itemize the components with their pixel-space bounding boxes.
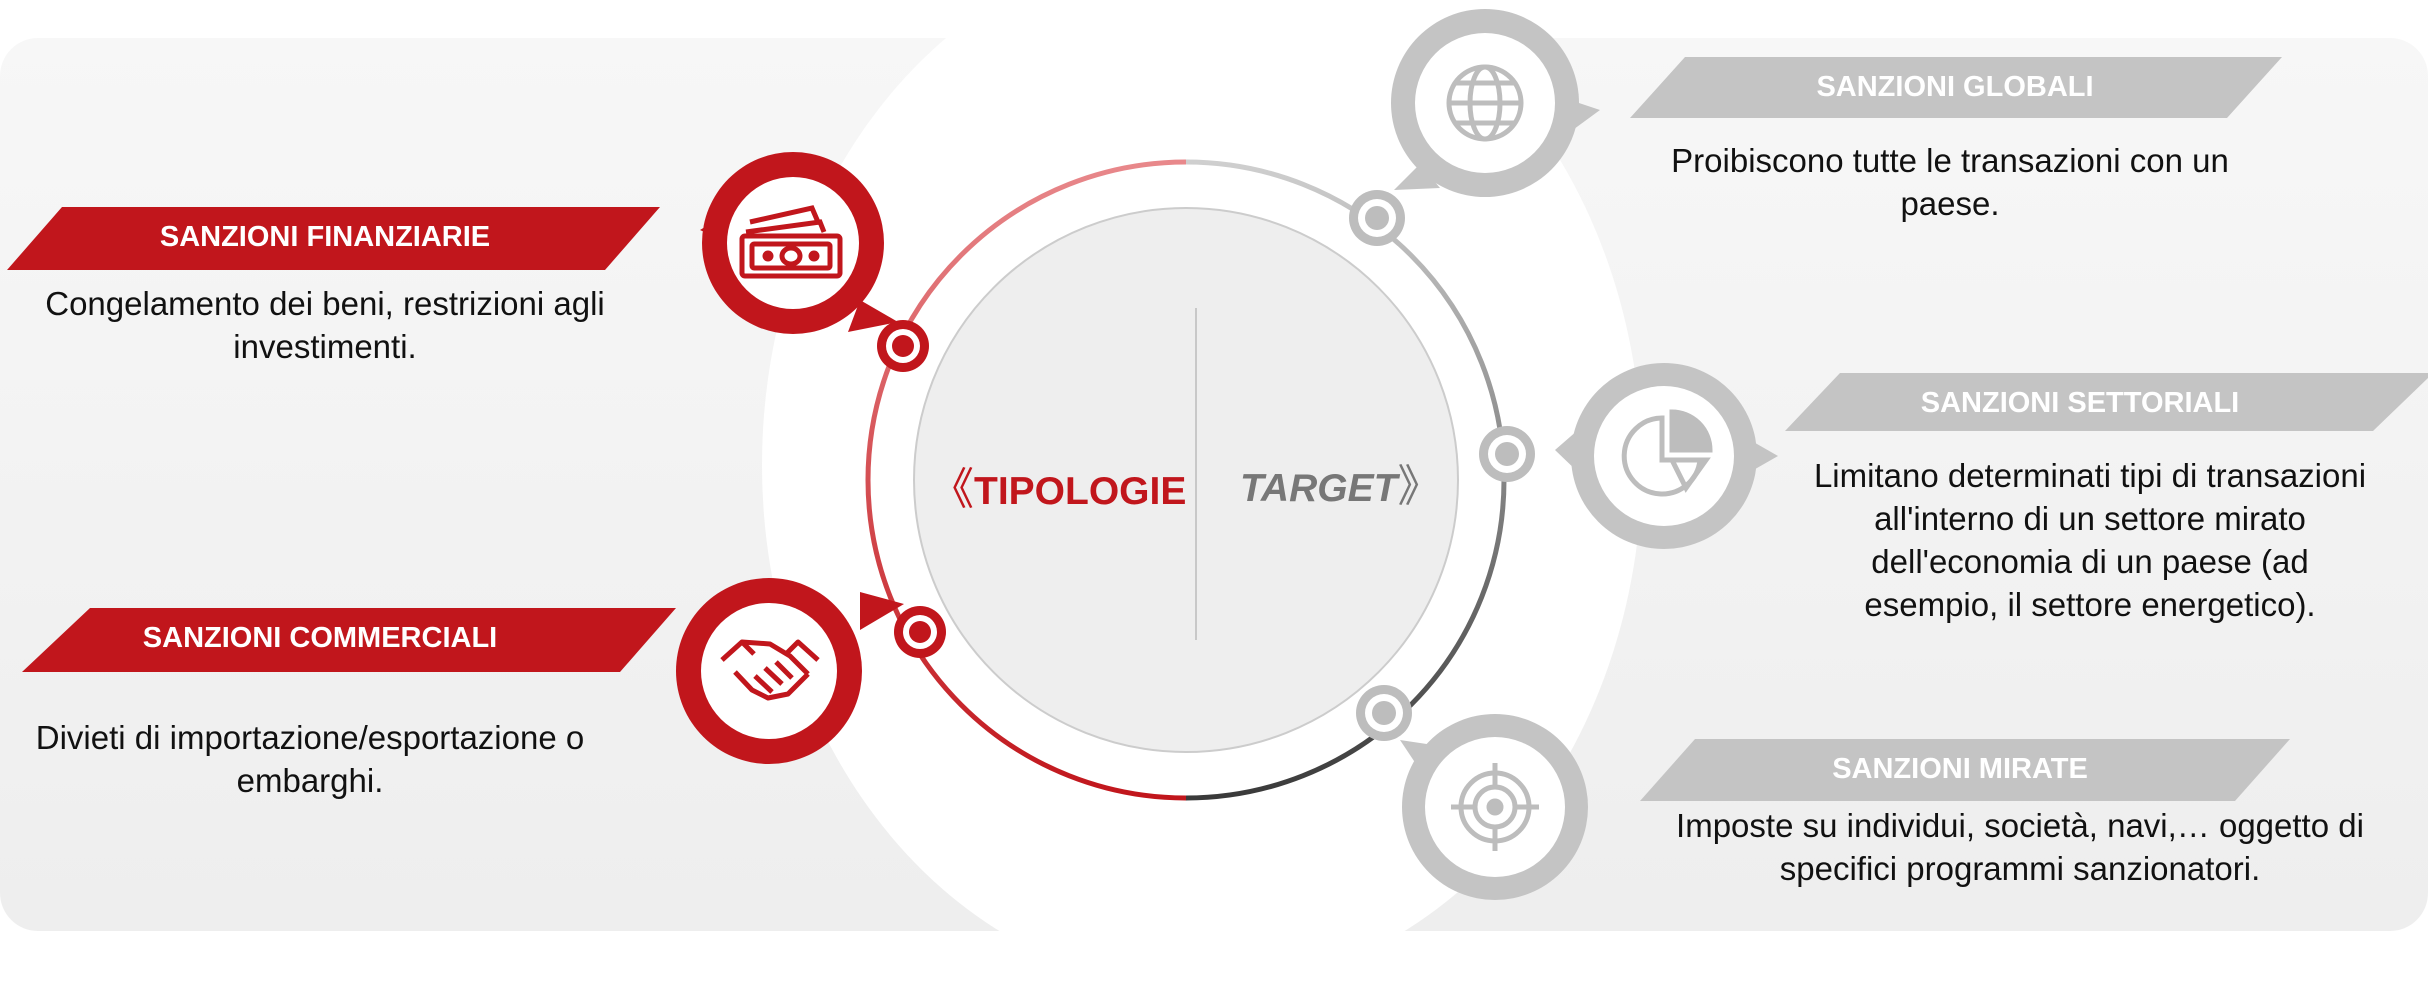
title-globali: SANZIONI GLOBALI (1816, 71, 2094, 103)
node-commerciali (894, 606, 946, 658)
node-mirate (1356, 685, 1412, 741)
banner-commerciali (22, 608, 676, 672)
banner-mirate (1640, 739, 2290, 801)
badge-commerciali (676, 578, 904, 764)
pie-chart-icon (1621, 409, 1713, 497)
description-finanziarie: Congelamento dei beni, restrizioni agli … (45, 285, 605, 365)
target-label: TARGET》 (1240, 450, 1441, 514)
banner-globali (1630, 57, 2282, 118)
diagram-graphics (7, 9, 2428, 900)
node-globali (1349, 190, 1405, 246)
banner-finanziarie (7, 207, 660, 270)
title-settoriali: SANZIONI SETTORIALI (1920, 387, 2240, 419)
node-finanziarie (877, 320, 929, 372)
money-icon (739, 205, 843, 279)
title-finanziarie: SANZIONI FINANZIARIE (159, 221, 491, 253)
inner-disc (913, 207, 1459, 753)
description-globali: Proibiscono tutte le transazioni con un … (1671, 142, 2229, 222)
target-text: TARGET (1240, 467, 1398, 510)
description-mirate: Imposte su individui, società, navi,… og… (1676, 807, 2364, 887)
ring-left-arc (865, 159, 1187, 801)
handshake-icon (720, 639, 820, 701)
target-icon (1451, 763, 1539, 851)
tipologie-text: TIPOLOGIE (974, 470, 1187, 513)
node-settoriali (1479, 426, 1535, 482)
chevron-right-icon: 》 (1397, 462, 1442, 511)
badge-settoriali (1555, 363, 1778, 549)
tipologie-label: 《TIPOLOGIE (930, 453, 1186, 517)
sanctions-diagram: SANZIONI FINANZIARIE SANZIONI COMMERCIAL… (0, 9, 2428, 931)
chevron-left-icon: 《 (930, 465, 974, 514)
description-commerciali: Divieti di importazione/esportazione o e… (35, 719, 585, 799)
globe-icon (1446, 64, 1524, 142)
title-commerciali: SANZIONI COMMERCIALI (142, 622, 498, 654)
banner-settoriali (1785, 373, 2428, 431)
description-settoriali: Limitano determinati tipi di transazioni… (1813, 457, 2367, 623)
title-mirate: SANZIONI MIRATE (1832, 753, 2088, 785)
